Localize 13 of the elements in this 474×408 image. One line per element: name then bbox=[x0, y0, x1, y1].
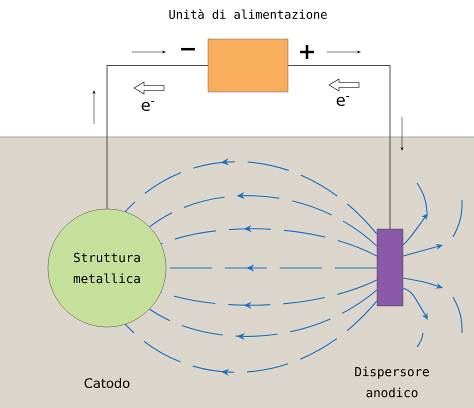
field-line bbox=[124, 300, 378, 376]
node-label: Unità di alimentazione bbox=[169, 9, 327, 19]
electron-label: e$^{-}$ bbox=[142, 101, 154, 111]
sign-label: + bbox=[300, 45, 314, 59]
wire bbox=[106, 65, 208, 210]
node-label: Dispersore anodico bbox=[355, 366, 429, 398]
field-line bbox=[160, 280, 378, 309]
field-line bbox=[149, 290, 378, 340]
caption-label: Catodo bbox=[84, 378, 130, 388]
anode-bar: Dispersore anodico bbox=[355, 228, 429, 398]
sign-label: − bbox=[181, 48, 195, 50]
electron-label: e$^{-}$ bbox=[336, 96, 350, 106]
wire bbox=[288, 65, 390, 230]
